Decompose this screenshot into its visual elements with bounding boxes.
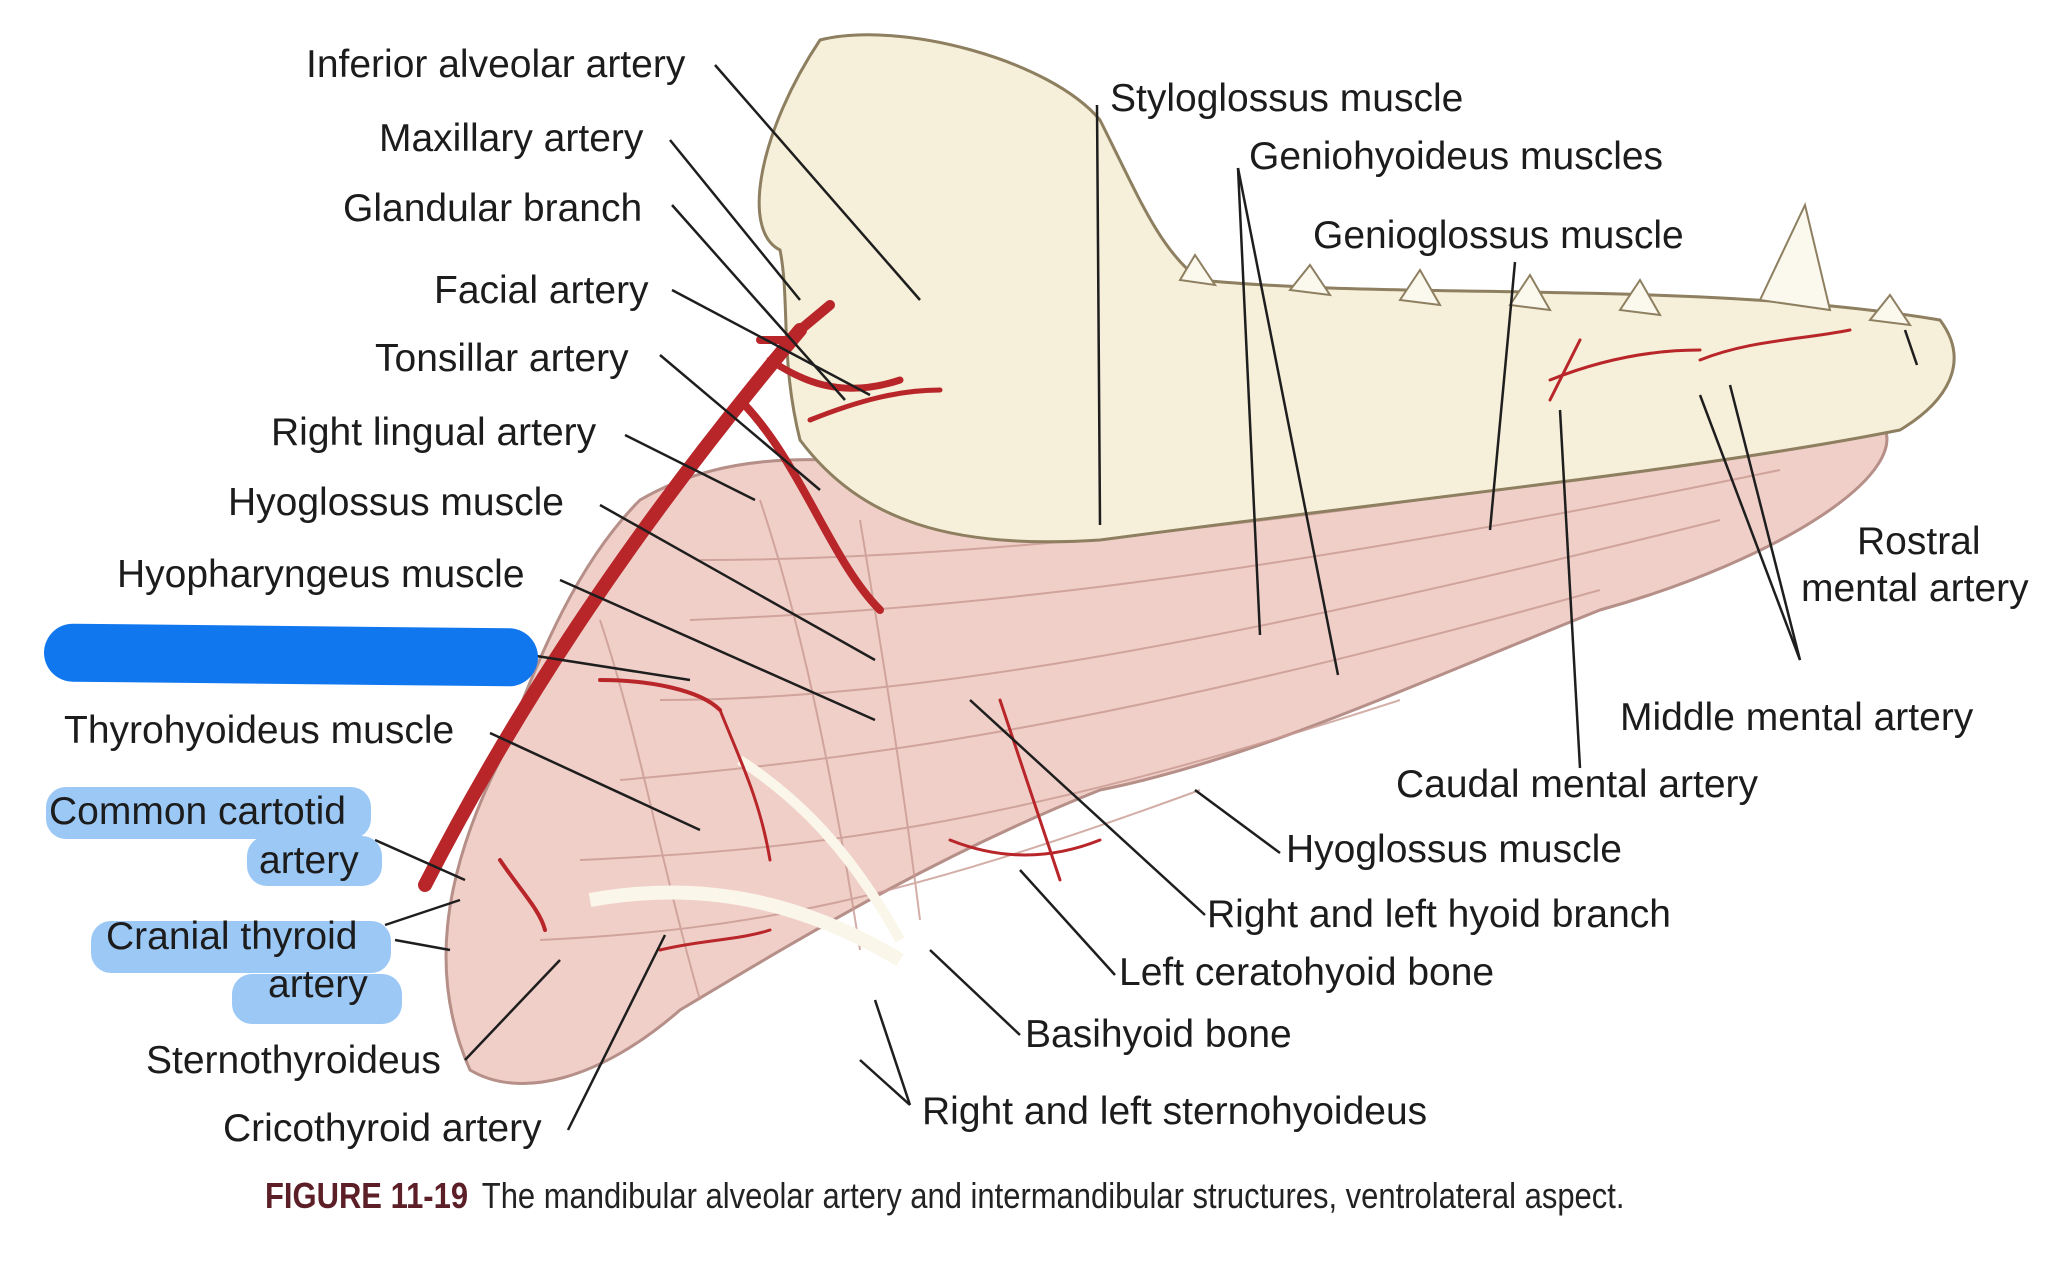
label-caudal-mental-artery: Caudal mental artery bbox=[1396, 763, 1759, 806]
label-sternothyroideus: Sternothyroideus bbox=[146, 1039, 441, 1082]
label-hyopharyngeus-muscle: Hyopharyngeus muscle bbox=[117, 553, 525, 596]
label-maxillary-artery: Maxillary artery bbox=[379, 117, 644, 160]
highlight-common-carotid-1 bbox=[46, 787, 371, 839]
label-hyoglossus-muscle-left: Hyoglossus muscle bbox=[228, 481, 564, 524]
label-geniohyoideus-muscles: Geniohyoideus muscles bbox=[1249, 135, 1664, 178]
label-right-lingual-artery: Right lingual artery bbox=[271, 411, 597, 454]
figure-caption: FIGURE 11-19 The mandibular alveolar arte… bbox=[265, 1175, 1624, 1217]
ceratohyoid-bone-shape bbox=[737, 755, 905, 943]
label-middle-mental-artery: Middle mental artery bbox=[1620, 696, 1974, 739]
highlight-common-carotid-2 bbox=[247, 836, 382, 886]
label-hyoglossus-muscle-right: Hyoglossus muscle bbox=[1286, 828, 1622, 871]
label-genioglossus-muscle: Genioglossus muscle bbox=[1313, 214, 1684, 257]
highlight-cranial-thyroid-1 bbox=[91, 921, 391, 973]
label-tonsillar-artery: Tonsillar artery bbox=[375, 337, 629, 380]
label-cricothyroid-artery: Cricothyroid artery bbox=[223, 1107, 542, 1150]
label-inferior-alveolar-artery: Inferior alveolar artery bbox=[306, 43, 686, 86]
figure-number: FIGURE 11-19 bbox=[265, 1175, 469, 1216]
label-cranial-thyroid-line2: artery bbox=[268, 963, 368, 1006]
highlight-cranial-thyroid-2 bbox=[232, 974, 402, 1024]
label-rostral-line2: mental artery bbox=[1801, 567, 2029, 610]
figure-caption-text: The mandibular alveolar artery and inter… bbox=[481, 1175, 1625, 1216]
label-rostral-line1: Rostral bbox=[1857, 520, 1981, 563]
basihyoid-bone-shape bbox=[588, 885, 904, 967]
label-basihyoid-bone: Basihyoid bone bbox=[1025, 1013, 1292, 1056]
mandible-shape bbox=[757, 33, 1956, 544]
label-facial-artery: Facial artery bbox=[434, 269, 649, 312]
label-common-carotid-line2: artery bbox=[259, 839, 359, 882]
label-thyrohyoideus-muscle: Thyrohyoideus muscle bbox=[64, 709, 455, 752]
label-left-ceratohyoid-bone: Left ceratohyoid bone bbox=[1119, 951, 1495, 994]
label-cranial-thyroid-line1: Cranial thyroid bbox=[106, 915, 358, 958]
redaction-mark bbox=[43, 623, 539, 687]
label-right-left-hyoid-branch: Right and left hyoid branch bbox=[1207, 893, 1671, 936]
label-right-left-sternohyoideus: Right and left sternohyoideus bbox=[922, 1090, 1428, 1133]
common-carotid-vessel bbox=[418, 323, 807, 892]
label-styloglossus-muscle: Styloglossus muscle bbox=[1110, 77, 1464, 120]
label-common-carotid-line1: Common cartotid bbox=[49, 790, 346, 833]
label-glandular-branch: Glandular branch bbox=[343, 187, 643, 230]
